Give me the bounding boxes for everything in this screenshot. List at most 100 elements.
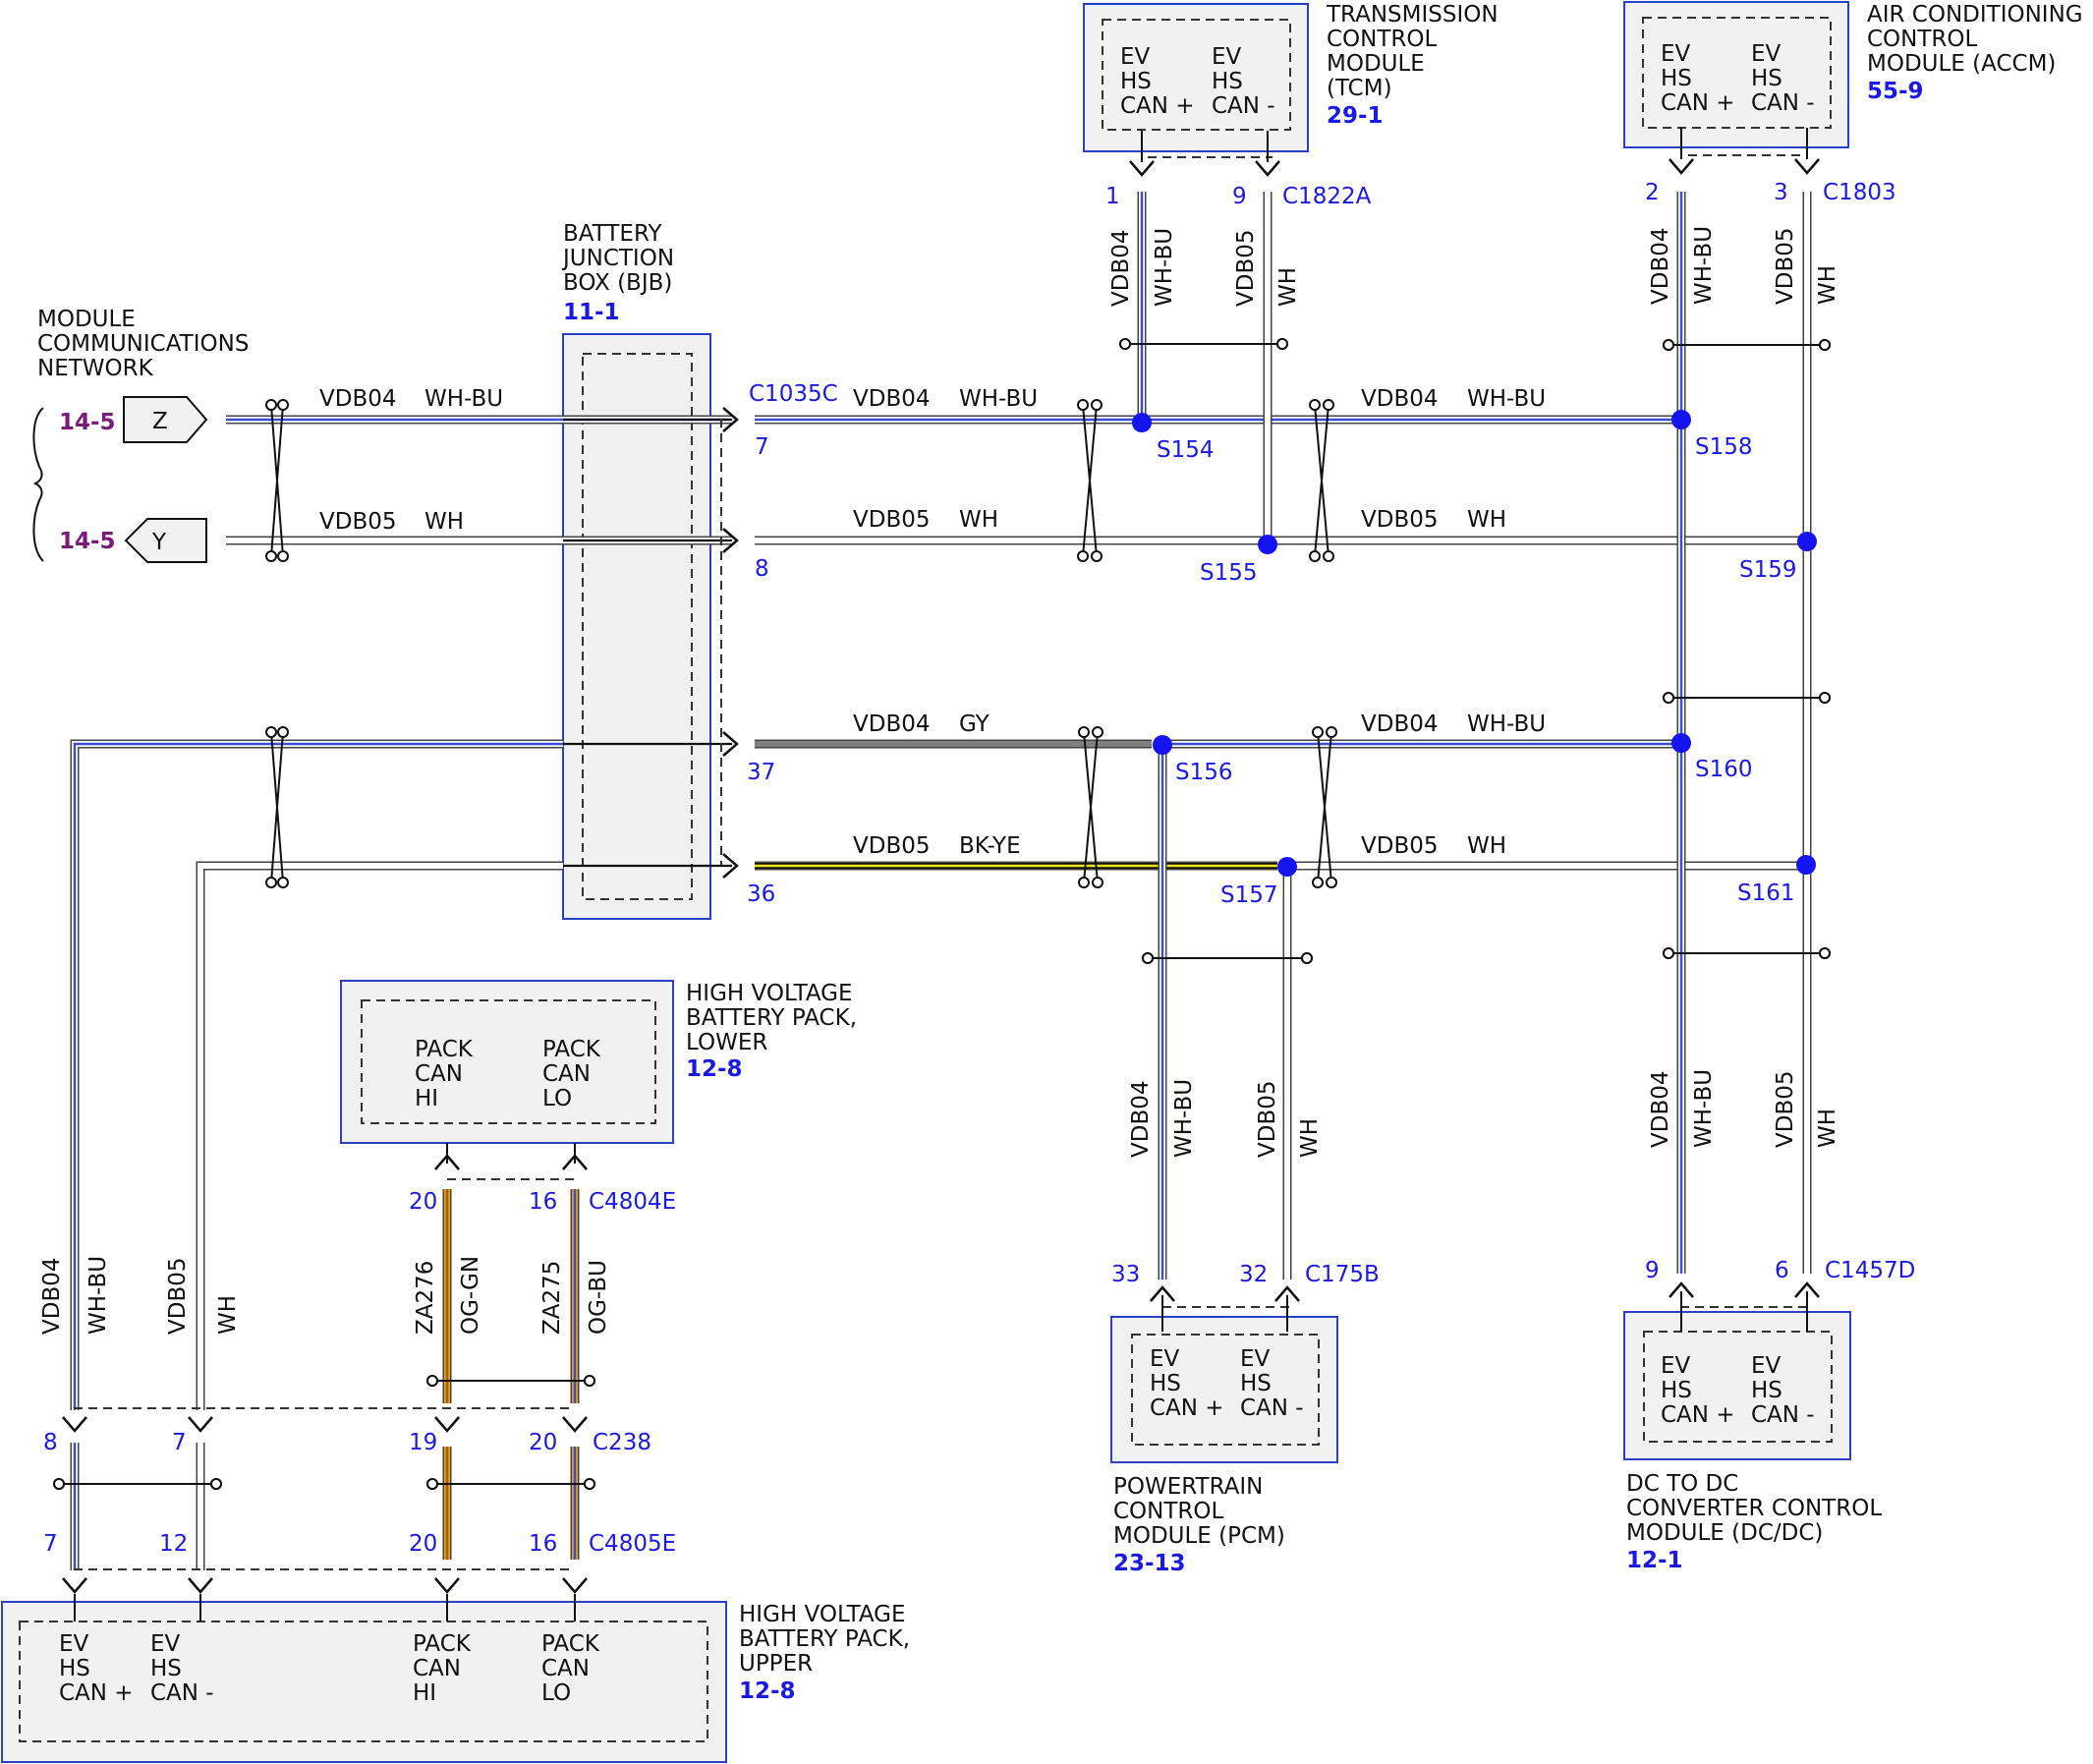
- vlabel-vdb05-dcdc: VDB05: [1773, 1071, 1798, 1149]
- accm-module[interactable]: EV HS CAN + EV HS CAN -: [1623, 1, 1849, 148]
- wire-label-vdb04-s156-s160: VDB04: [1361, 711, 1439, 737]
- accm-pin-label-2-line1: EV: [1751, 41, 1782, 67]
- accm-connector-label: C1803: [1823, 180, 1896, 205]
- bjb-connector-label: C1035C: [749, 381, 838, 407]
- tcm-module[interactable]: EV HS CAN + EV HS CAN -: [1083, 3, 1309, 152]
- dcdc-module[interactable]: EV HS CAN + EV HS CAN -: [1623, 1311, 1851, 1460]
- pcm-ref-link[interactable]: 23-13: [1113, 1551, 1186, 1576]
- twist-s156-s160: [1317, 731, 1332, 883]
- dcdc-pin-label-2-line1: EV: [1751, 1353, 1782, 1379]
- network-ref-y[interactable]: 14-5: [59, 529, 116, 554]
- wire-vdb05-left-body: [198, 863, 563, 1410]
- connector-arrows: [62, 128, 1820, 1622]
- twist-hv-lower-pack-end-2: [426, 1375, 438, 1387]
- tcm-pin-label-2-line1: EV: [1212, 44, 1242, 70]
- network-title: MODULE COMMUNICATIONS NETWORK: [37, 307, 249, 381]
- hv-lower-pin-16: 16: [529, 1189, 557, 1215]
- hv-upper-name-line2: BATTERY PACK,: [739, 1626, 910, 1652]
- vlabel-za275: ZA275: [539, 1261, 565, 1335]
- bjb-pin-37: 37: [747, 760, 775, 785]
- pcm-name-line2: CONTROL: [1113, 1499, 1224, 1524]
- wire-label-gy: GY: [959, 711, 990, 737]
- splice-s161-label: S161: [1737, 881, 1795, 906]
- hv-upper-module[interactable]: EV HS CAN + EV HS CAN - PACK CAN HI PACK…: [1, 1601, 727, 1763]
- wire-label-wh-s157-s161: WH: [1467, 833, 1506, 859]
- hv-lower-ref-link[interactable]: 12-8: [686, 1056, 743, 1082]
- tcm-name-line1: TRANSMISSION: [1326, 2, 1499, 28]
- twist-bjb-s154-end-1: [1091, 550, 1103, 562]
- pcm-module[interactable]: EV HS CAN + EV HS CAN -: [1110, 1316, 1338, 1463]
- splice-s155-dot: [1258, 535, 1277, 554]
- splice-s160-label: S160: [1695, 757, 1753, 782]
- tcm-pin-label-1-line2: HS: [1120, 69, 1152, 94]
- vlabel-wh-left: WH: [215, 1295, 241, 1335]
- vlabel-wh-bu-tcm: WH-BU: [1152, 228, 1177, 307]
- tcm-pin-label-2-line3: CAN -: [1212, 93, 1275, 119]
- hv-upper-name-line3: UPPER: [739, 1651, 813, 1677]
- hv-upper-pin-label-3-line1: PACK: [413, 1631, 472, 1657]
- tcm-name-line2: CONTROL: [1327, 27, 1438, 52]
- network-tag-y[interactable]: Y: [124, 518, 207, 563]
- splice-s155-label: S155: [1200, 560, 1258, 586]
- vlabel-wh-dcdc: WH: [1815, 1109, 1840, 1148]
- hv-upper-pin-label-2-line3: CAN -: [150, 1680, 214, 1706]
- vlabel-vdb05-accm: VDB05: [1773, 228, 1798, 306]
- network-ref-z[interactable]: 14-5: [59, 410, 116, 435]
- pcm-name-line3: MODULE (PCM): [1113, 1523, 1285, 1549]
- bjb-arrow-1: [722, 407, 739, 432]
- hv-upper-arrow-2: [188, 1577, 213, 1594]
- twist-left-end-1: [277, 877, 289, 888]
- pcm-pin-label-2-line3: CAN -: [1240, 1395, 1304, 1421]
- dcdc-ref-link[interactable]: 12-1: [1626, 1548, 1683, 1573]
- twist-network-end-2: [265, 550, 277, 562]
- twist-pcm-end-3: [1301, 952, 1313, 964]
- bjb-name-line3: BOX (BJB): [563, 270, 672, 296]
- hv-upper-pin-12: 12: [159, 1531, 188, 1557]
- hv-upper-ref-link[interactable]: 12-8: [739, 1679, 796, 1704]
- hv-upper-pin-16: 16: [529, 1531, 557, 1557]
- accm-ref-link[interactable]: 55-9: [1867, 79, 1924, 104]
- tcm-connector-label: C1822A: [1282, 184, 1372, 209]
- bjb-pin-36: 36: [747, 882, 775, 907]
- twist-s154-s158: [1314, 404, 1329, 557]
- dcdc-pin-label-1-line2: HS: [1661, 1378, 1692, 1403]
- wire-label-vdb04-bjb-s154: VDB04: [853, 386, 931, 412]
- hv-lower-name-line3: LOWER: [686, 1030, 767, 1055]
- hv-lower-module[interactable]: PACK CAN HI PACK CAN LO: [340, 980, 674, 1144]
- hv-upper-pin-label-4-line3: LO: [541, 1680, 571, 1706]
- tcm-arrow-1: [1129, 160, 1155, 177]
- wire-label-vdb04-s154-s158: VDB04: [1361, 386, 1439, 412]
- tcm-title: TRANSMISSION CONTROL MODULE (TCM) 29-1: [1326, 2, 1499, 129]
- wire-label-wh-bu-bjb-s154: WH-BU: [959, 386, 1038, 412]
- c238-connector-label: C238: [593, 1430, 651, 1455]
- twist-pcm-end-2: [1142, 952, 1154, 964]
- dcdc-pin-label-2-line2: HS: [1751, 1378, 1782, 1403]
- dcdc-arrow-9: [1669, 1281, 1694, 1298]
- connector-outlines: [74, 154, 1808, 1570]
- wire-label-vdb05-net: VDB05: [319, 509, 397, 535]
- tcm-pin-1: 1: [1105, 184, 1120, 209]
- twist-bjb-s154-end-3: [1091, 399, 1103, 411]
- vlabel-wh-bu-dcdc: WH-BU: [1691, 1069, 1717, 1148]
- hv-lower-pin-20: 20: [409, 1189, 437, 1215]
- bjb-module[interactable]: [562, 333, 711, 920]
- splice-s159-label: S159: [1739, 557, 1797, 583]
- accm-pin-3: 3: [1774, 180, 1788, 205]
- wire-label-wh-s155-s159: WH: [1467, 507, 1506, 533]
- accm-name-line2: CONTROL: [1867, 27, 1978, 52]
- hv-upper-pin-label-1-line1: EV: [59, 1631, 89, 1657]
- twist-hv-upper-ev-end-2: [53, 1478, 65, 1490]
- twist-accm-drop-end-3: [1819, 339, 1831, 351]
- network-tag-z[interactable]: Z: [123, 396, 208, 443]
- hv-upper-pin-label-4-line2: CAN: [541, 1656, 590, 1681]
- wire-label-wh-net: WH: [424, 509, 464, 535]
- hv-upper-pin-label-1-line2: HS: [59, 1656, 90, 1681]
- tcm-pin-9: 9: [1232, 184, 1247, 209]
- twist-accm-lower-end-2: [1663, 692, 1674, 704]
- tcm-ref-link[interactable]: 29-1: [1327, 103, 1384, 129]
- network-heading-line2: COMMUNICATIONS: [37, 331, 249, 357]
- bjb-ref-link[interactable]: 11-1: [563, 300, 620, 325]
- hv-upper-pin-label-1-line3: CAN +: [59, 1680, 134, 1706]
- splice-s161-dot: [1796, 855, 1816, 875]
- vlabel-vdb04-accm: VDB04: [1648, 228, 1673, 306]
